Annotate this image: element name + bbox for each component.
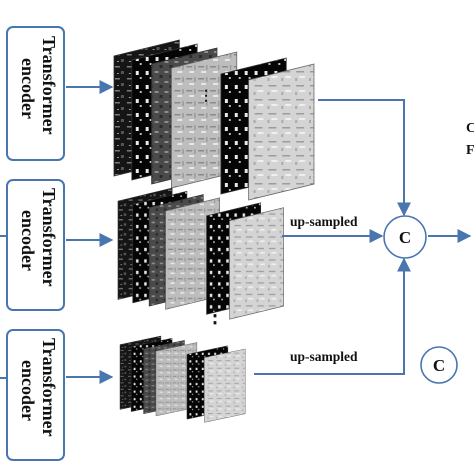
- svg-text:⋮: ⋮: [199, 89, 213, 104]
- svg-text:encoder: encoder: [18, 58, 38, 119]
- feature-map-stack-2: [117, 187, 284, 320]
- encoder-1-label-line1: Transformer: [39, 36, 59, 135]
- upsampled-label-2: up-sampled: [290, 349, 358, 364]
- svg-text:Transformer: Transformer: [39, 338, 59, 437]
- feature-map-stack-3: [119, 335, 246, 423]
- connector-row3-to-concat: [254, 257, 411, 375]
- encoder-1-label-line2: encoder: [18, 58, 38, 119]
- legend-symbol: C: [433, 356, 445, 375]
- encoder-box-1: Transformer encoder: [6, 26, 65, 161]
- concat-node: C: [383, 215, 427, 259]
- continuation-dots: ⋮: [205, 305, 225, 327]
- upsampled-label-1: up-sampled: [290, 214, 358, 229]
- svg-text:encoder: encoder: [18, 360, 38, 421]
- feature-map-stack-1: ⋮: [113, 39, 315, 201]
- encoder-box-2: Transformer encoder: [6, 179, 65, 311]
- encoder-box-3: Transformer encoder: [6, 329, 65, 461]
- encoder-2-label-line1: Transformer: [39, 188, 59, 287]
- concat-symbol: C: [399, 228, 411, 247]
- svg-text:Transformer: Transformer: [39, 188, 59, 287]
- svg-text:encoder: encoder: [18, 210, 38, 271]
- encoder-2-label-line2: encoder: [18, 210, 38, 271]
- connector-row1-to-concat: [318, 99, 411, 217]
- encoder-3-label-line1: Transformer: [39, 338, 59, 437]
- legend-concat-symbol: C: [420, 346, 458, 384]
- encoder-3-label-line2: encoder: [18, 360, 38, 421]
- right-edge-text-2: F: [466, 143, 474, 158]
- svg-text:Transformer: Transformer: [39, 36, 59, 135]
- right-edge-text-1: C: [466, 121, 474, 136]
